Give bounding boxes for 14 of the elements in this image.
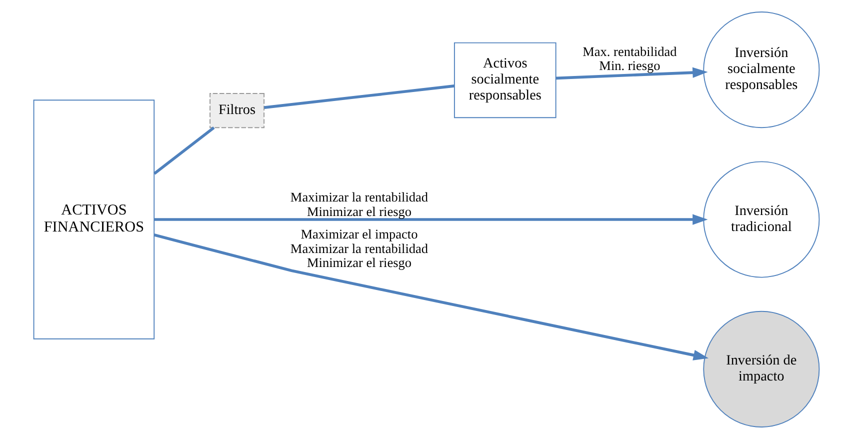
edge-label: Maximizar el impacto Maximizar la rentabilidad Minimizar el riesgo bbox=[290, 226, 428, 270]
node-circle: Inversión tradicional bbox=[702, 161, 820, 278]
connector bbox=[264, 84, 454, 109]
node-circle: Inversión de impacto bbox=[702, 310, 820, 428]
node-box: Filtros bbox=[209, 93, 264, 128]
node-box: Activos socialmente responsables bbox=[453, 42, 556, 118]
arrow bbox=[555, 67, 708, 80]
arrow bbox=[153, 234, 708, 360]
edge-label: Max. rentabilidad Min. riesgo bbox=[582, 44, 676, 73]
arrow bbox=[154, 214, 708, 225]
edge-label: Maximizar la rentabilidad Minimizar el riesgo bbox=[290, 190, 428, 219]
connector bbox=[153, 126, 214, 175]
node-box: ACTIVOS FINANCIEROS bbox=[32, 100, 154, 340]
node-circle: Inversión socialmente responsables bbox=[702, 12, 820, 128]
